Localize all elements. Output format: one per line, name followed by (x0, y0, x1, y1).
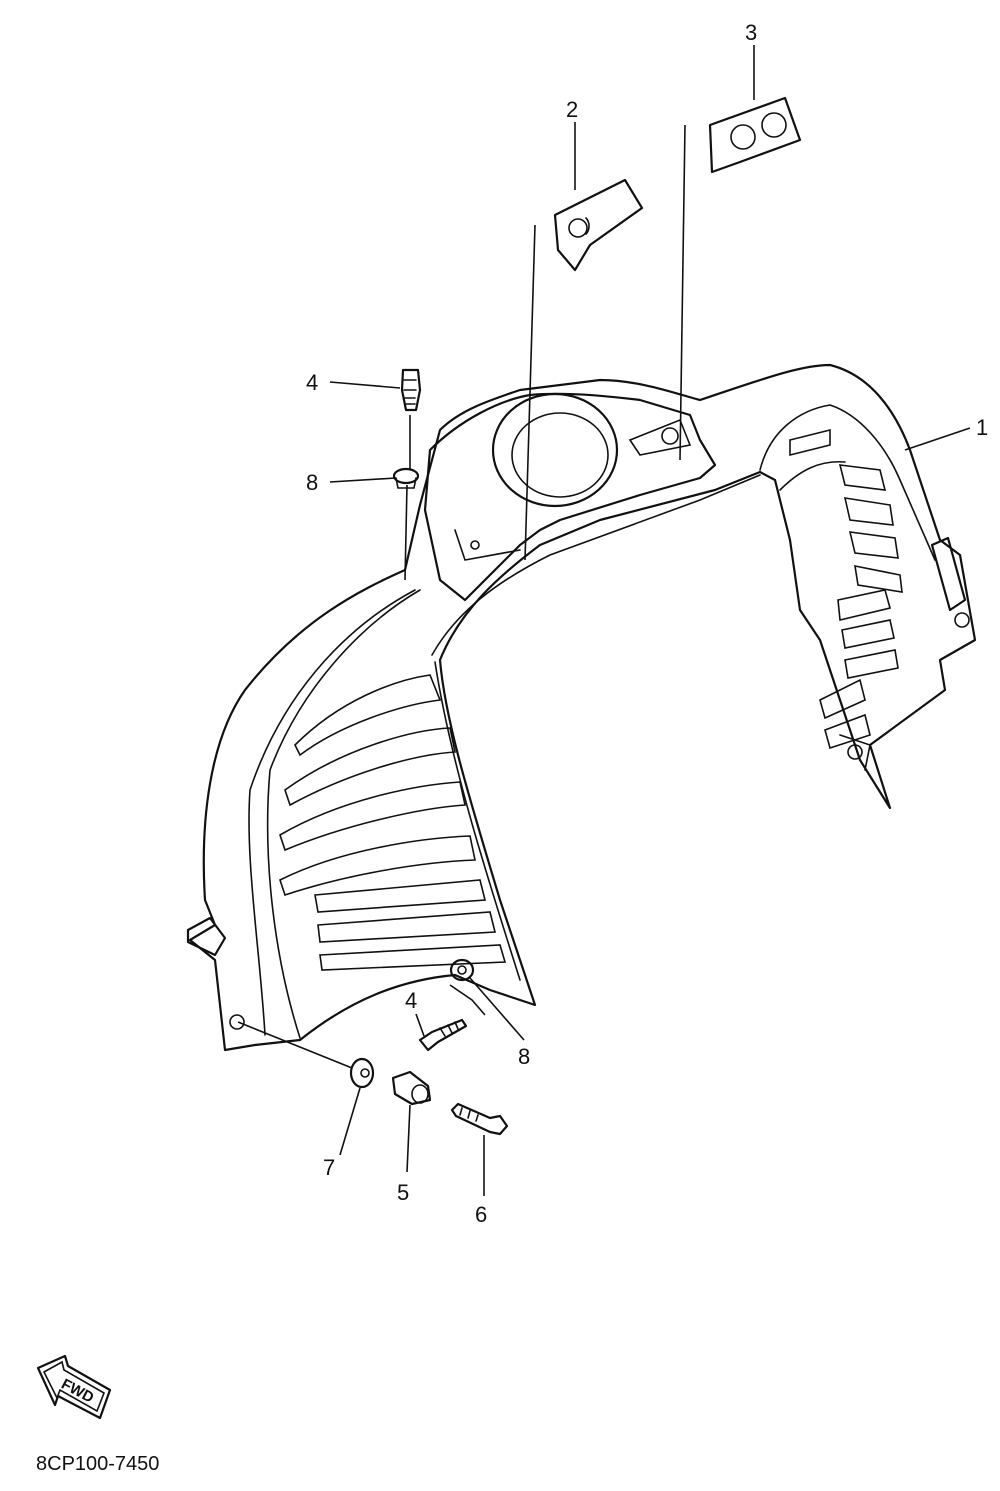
callout-1: 1 (976, 415, 988, 440)
bracket-part-2 (553, 178, 644, 272)
damper-part-5 (391, 1070, 432, 1106)
callout-4-top: 4 (306, 370, 318, 395)
callout-leaders (329, 45, 971, 1196)
cowling-part-1 (186, 363, 977, 1052)
collar-part-8-top (392, 467, 420, 489)
callout-4-bottom: 4 (405, 988, 417, 1013)
plate-part-3 (708, 96, 802, 174)
grommet-part-7 (349, 1057, 375, 1089)
callout-6: 6 (475, 1202, 487, 1227)
collar-part-8-bottom (449, 958, 475, 982)
screw-part-4-top (400, 368, 422, 412)
diagram-code: 8CP100-7450 (36, 1453, 159, 1475)
bolt-part-6 (450, 1102, 509, 1136)
screw-part-4-bottom (418, 1018, 468, 1052)
callout-labels: 1 2 3 4 8 4 8 7 5 6 (306, 20, 988, 1227)
callout-7: 7 (323, 1155, 335, 1180)
callout-8-top: 8 (306, 470, 318, 495)
assembly-guide-lines (237, 124, 686, 1069)
callout-2: 2 (566, 97, 578, 122)
fwd-arrow-icon: FWD (36, 1354, 112, 1420)
callout-5: 5 (397, 1180, 409, 1205)
callout-8-bottom: 8 (518, 1044, 530, 1069)
callout-3: 3 (745, 20, 757, 45)
